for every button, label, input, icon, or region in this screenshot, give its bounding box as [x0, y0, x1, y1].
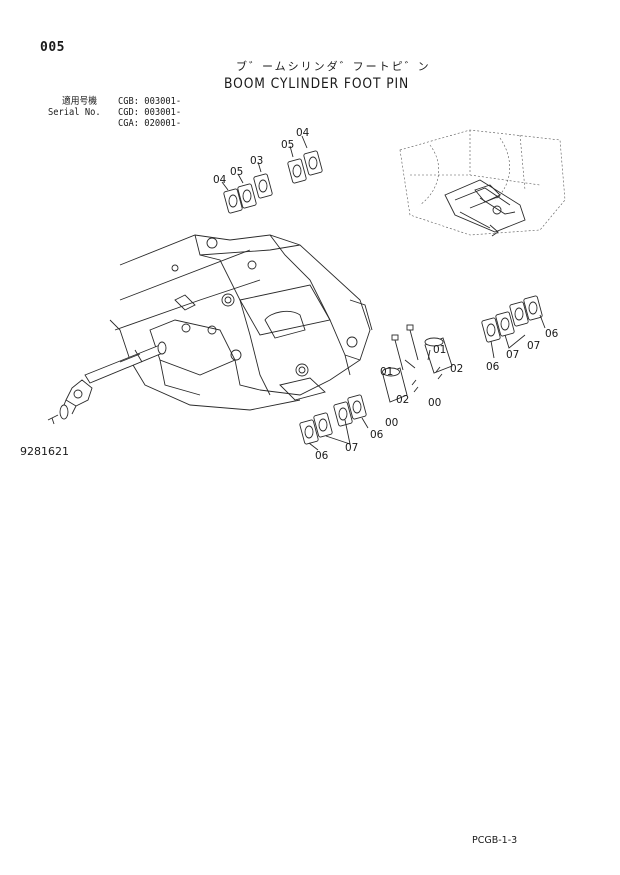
callout-02-left: 02: [396, 394, 409, 406]
callout-01-left: 01: [380, 366, 393, 378]
page-code: PCGB-1-3: [472, 835, 518, 846]
foot-pin-assembly: [382, 324, 453, 403]
serial-label-english: Serial No.: [48, 107, 101, 118]
callout-07-right-upper: 07: [527, 340, 540, 352]
callout-04-upper-left: 04: [213, 174, 227, 186]
callout-07-right-lower: 07: [506, 349, 519, 361]
diagram-number: 9281621: [20, 445, 69, 458]
serial-range-cga: CGA: 020001-: [118, 118, 182, 129]
callout-00-right: 00: [428, 397, 441, 409]
callout-00-left: 00: [385, 417, 398, 429]
serial-range-cgb: CGB: 003001-: [118, 96, 182, 107]
title-english: BOOM CYLINDER FOOT PIN: [224, 76, 410, 92]
callout-03: 03: [250, 155, 263, 167]
callout-06-right-near: 06: [486, 361, 500, 373]
serial-range-cgd: CGD: 003001-: [118, 107, 182, 118]
shim-stack-right: [481, 295, 546, 359]
callout-07-lower: 07: [345, 442, 358, 454]
callout-06-lower-right: 06: [370, 429, 384, 441]
callout-06-right-far: 06: [545, 328, 559, 340]
machine-overview-inset: [399, 129, 566, 237]
shim-stack-upper: [221, 135, 323, 214]
callout-06-lower-left: 06: [315, 450, 329, 462]
callout-04-upper-right: 04: [296, 127, 310, 139]
callout-01-right: 01: [433, 344, 446, 356]
main-frame-structure: [109, 234, 373, 411]
callout-05-upper-left: 05: [230, 166, 243, 178]
title-japanese: ブ゛ームシリンダ゛フートピ゛ン: [236, 60, 431, 73]
page-number: 005: [40, 40, 65, 55]
callout-02-right: 02: [450, 363, 463, 375]
serial-label-japanese: 適用号機: [62, 96, 97, 107]
shim-stack-lower: [299, 394, 369, 451]
left-pin-assembly: [47, 341, 167, 425]
callout-05-upper-right: 05: [281, 139, 294, 151]
